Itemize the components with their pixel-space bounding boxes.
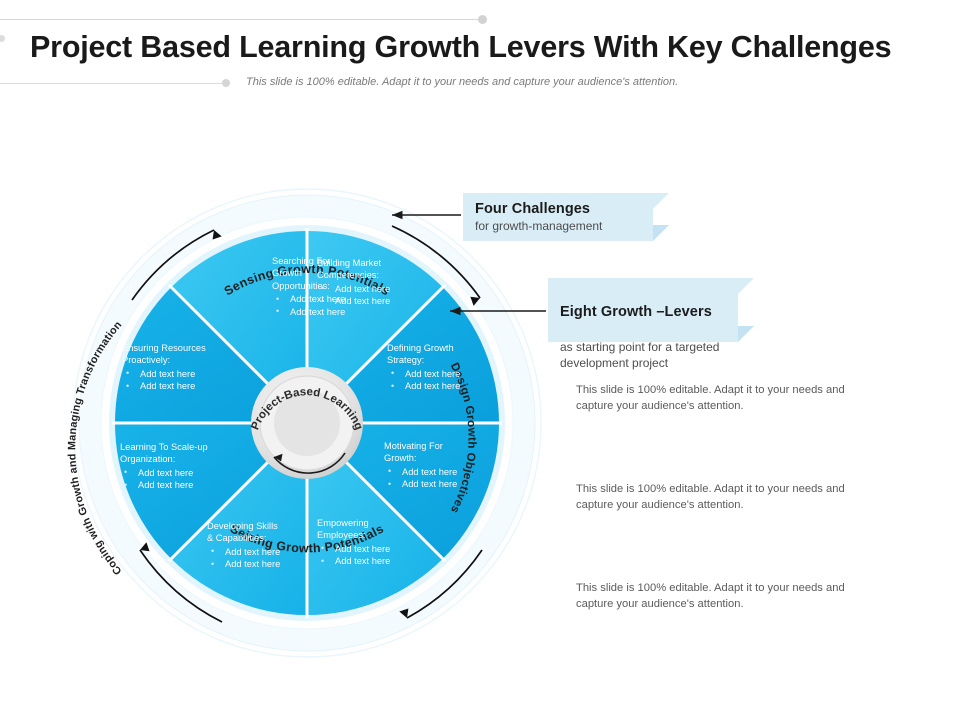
ring-flow-arrows bbox=[131, 225, 483, 623]
body-paragraph: This slide is 100% editable. Adapt it to… bbox=[576, 582, 845, 610]
hub-cycle-arrowhead-icon bbox=[274, 453, 283, 462]
callout-fold-icon bbox=[653, 193, 669, 209]
callout-fold-shadow-icon bbox=[738, 326, 754, 342]
wheel-segment-searching-for-growth-opportunities[interactable] bbox=[307, 230, 443, 423]
header-top-rule-start-dot bbox=[0, 35, 5, 42]
wheel-segment-building-market-competencies[interactable] bbox=[171, 230, 307, 423]
body-paragraph: This slide is 100% editable. Adapt it to… bbox=[576, 384, 845, 412]
wheel-segment-defining-growth-strategy[interactable] bbox=[307, 287, 499, 423]
header-top-rule-end-dot bbox=[478, 15, 487, 24]
wheel-segment-ensuring-resources-proactively[interactable] bbox=[114, 287, 307, 423]
callout-eight-growth-levers-subtitle: as starting point for a targeted develop… bbox=[560, 340, 720, 370]
ring-arrow-bottom-left bbox=[139, 549, 223, 623]
callout-eight-growth-levers-title: Eight Growth –Levers bbox=[560, 304, 712, 320]
wheel-hub-inner bbox=[274, 390, 340, 456]
ring-arrow-top-right bbox=[391, 225, 481, 299]
ring-arrow-bottom-right bbox=[406, 549, 483, 619]
header-top-rule bbox=[0, 19, 478, 42]
subtitle-rule bbox=[0, 83, 222, 84]
ring-flow-arrowheads bbox=[140, 230, 480, 618]
callout-fold-shadow-icon bbox=[653, 225, 669, 241]
callout-eight-growth-levers[interactable]: Eight Growth –Levers as starting point f… bbox=[548, 278, 754, 370]
page-subtitle: This slide is 100% editable. Adapt it to… bbox=[246, 76, 679, 88]
wheel-segment-learning-to-scale-up-organization[interactable] bbox=[114, 423, 307, 559]
body-paragraph: This slide is 100% editable. Adapt it to… bbox=[576, 483, 845, 511]
hub-cycle-arrow-icon bbox=[273, 452, 346, 474]
page-title: Project Based Learning Growth Levers Wit… bbox=[30, 30, 892, 64]
wheel-segment-developing-skills-capabilities[interactable] bbox=[171, 423, 307, 615]
growth-levers-wheel: Project-Based Learning Sensing Growth Po… bbox=[62, 178, 552, 668]
wheel-segment-empowering-employees[interactable] bbox=[307, 423, 443, 615]
wheel-svg: Project-Based Learning Sensing Growth Po… bbox=[66, 188, 542, 658]
callout-four-challenges-subtitle: for growth-management bbox=[475, 219, 603, 233]
callout-fold-icon bbox=[738, 278, 754, 294]
callout-four-challenges-title: Four Challenges bbox=[475, 201, 591, 217]
wheel-segment-motivating-for-growth[interactable] bbox=[307, 423, 499, 559]
subtitle-rule-dot bbox=[222, 79, 230, 87]
callout-four-challenges[interactable]: Four Challenges for growth-management bbox=[463, 193, 669, 241]
ring-arrow-top-left bbox=[131, 229, 215, 301]
